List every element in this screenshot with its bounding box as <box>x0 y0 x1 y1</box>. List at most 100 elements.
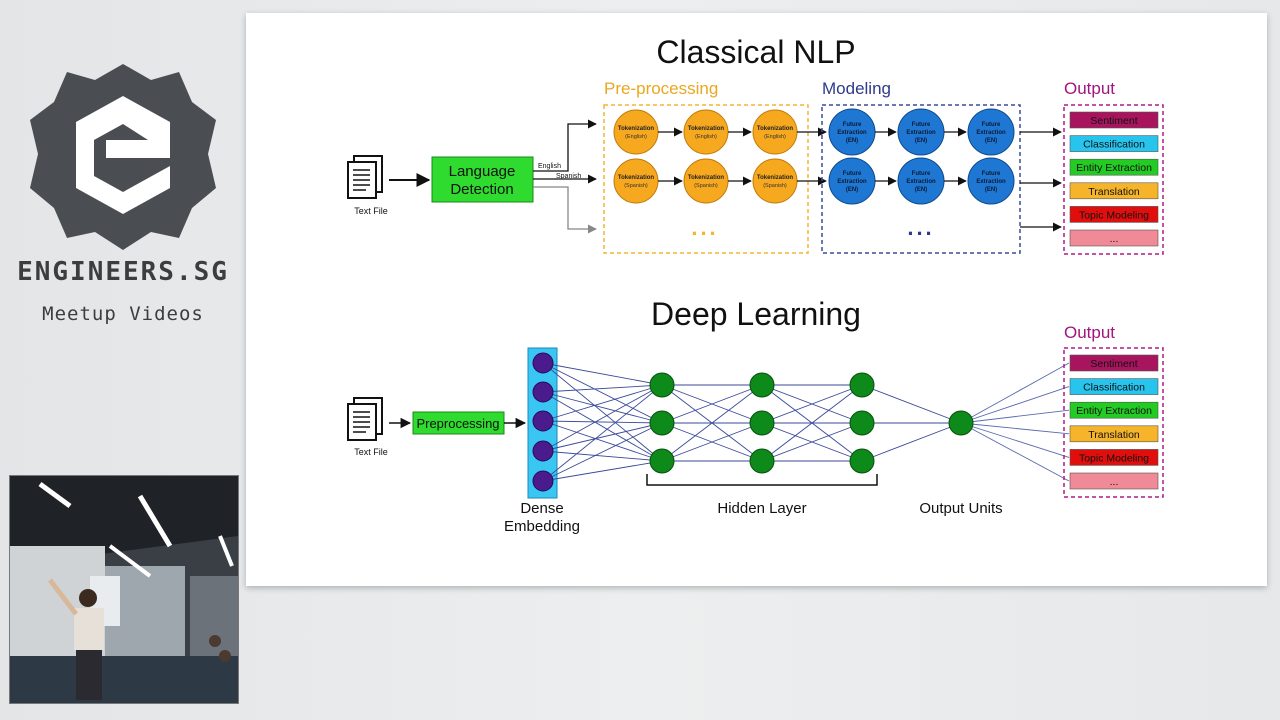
hidden-node <box>749 372 775 398</box>
node-sublabel: (English) <box>695 134 717 140</box>
embedding-node <box>532 381 554 403</box>
node-label: Tokenization <box>618 175 655 181</box>
preprocess-node <box>613 109 659 155</box>
preprocessing-title: Pre-processing <box>604 79 718 98</box>
network-edges <box>542 362 1070 482</box>
network-edge <box>960 422 1070 482</box>
deep-output-group <box>1063 347 1164 498</box>
modeling-title: Modeling <box>822 79 891 98</box>
preprocessing-group <box>603 104 809 254</box>
output-item-box <box>1069 158 1159 176</box>
text-file-label: Text File <box>354 447 388 457</box>
model-node <box>967 157 1015 205</box>
output-item-label: Topic Modeling <box>1079 452 1149 464</box>
network-edge <box>960 362 1070 424</box>
model-node-label: Future <box>843 171 862 177</box>
output-unit-node <box>948 410 974 436</box>
embedding-node <box>532 440 554 462</box>
language-detection-box: Language Detection <box>431 156 534 203</box>
output-item-label: Entity Extraction <box>1076 405 1152 417</box>
model-node-label: Future <box>912 122 931 128</box>
hidden-node <box>749 410 775 436</box>
output-item-box <box>1069 182 1159 200</box>
network-edge <box>960 422 1070 435</box>
modeling-row-1 <box>828 108 1015 156</box>
network-edge <box>542 391 663 462</box>
model-node-label: Future <box>843 122 862 128</box>
modeling-row-2 <box>828 157 1015 205</box>
brand-panel: ENGINEERS.SG Meetup Videos <box>0 0 246 340</box>
hidden-node <box>849 448 875 474</box>
output-item-label: Sentiment <box>1090 115 1137 127</box>
network-edge <box>661 384 763 424</box>
output-item-label: Sentiment <box>1090 358 1137 370</box>
network-edge <box>542 384 663 482</box>
network-edge <box>542 362 663 462</box>
modeling-group <box>821 104 1021 254</box>
preprocess-node <box>683 158 729 204</box>
language-detection-line1: Language <box>449 163 516 180</box>
network-edge <box>761 384 863 462</box>
model-node-label: (EN) <box>915 138 927 144</box>
node-sublabel: (English) <box>625 134 647 140</box>
classical-output-title: Output <box>1064 79 1115 98</box>
network-edge <box>960 409 1070 424</box>
output-item-box <box>1069 425 1159 443</box>
model-node-labels: FutureExtraction(EN)FutureExtraction(EN)… <box>837 122 1006 193</box>
embedding-node <box>532 410 554 432</box>
preprocess-row-spanish: Tokenization (Spanish) Tokenization (Spa… <box>613 158 798 204</box>
brand-title: ENGINEERS.SG <box>17 257 229 287</box>
embedding-node <box>532 352 554 374</box>
classical-nlp-title: Classical NLP <box>656 34 855 70</box>
network-edge <box>542 384 663 393</box>
model-node-label: Extraction <box>837 130 867 136</box>
preprocess-row-english: Tokenization (English) Tokenization (Eng… <box>613 109 798 155</box>
output-units-label: Output Units <box>919 500 1002 517</box>
hidden-node <box>649 372 675 398</box>
network-edge <box>542 450 663 462</box>
hidden-layer-label: Hidden Layer <box>717 500 806 517</box>
node-sublabel: (English) <box>764 134 786 140</box>
network-edge <box>661 422 763 462</box>
model-node <box>967 108 1015 156</box>
nlp-diagram: Classical NLP Text File Language Detecti… <box>347 34 1164 535</box>
network-nodes <box>532 352 974 492</box>
model-node-label: (EN) <box>846 138 858 144</box>
preprocess-node <box>752 158 798 204</box>
classical-output-group <box>1063 104 1164 255</box>
hidden-node <box>849 372 875 398</box>
output-item-box <box>1069 229 1159 247</box>
network-edge <box>542 422 663 452</box>
model-node-label: Future <box>982 122 1001 128</box>
network-edge <box>761 384 863 424</box>
node-label: Tokenization <box>688 126 725 132</box>
network-edge <box>542 391 663 424</box>
deep-learning-title: Deep Learning <box>651 296 861 332</box>
model-node-label: Extraction <box>976 179 1006 185</box>
document-icon <box>347 397 383 441</box>
network-edge <box>661 384 763 462</box>
model-node-label: Extraction <box>837 179 867 185</box>
preprocessing-box-label: Preprocessing <box>416 416 499 431</box>
network-edge <box>542 420 663 462</box>
engineers-sg-logo-icon <box>30 64 216 250</box>
model-node-label: (EN) <box>846 187 858 193</box>
model-node-label: Extraction <box>906 130 936 136</box>
model-node-label: Future <box>912 171 931 177</box>
branch-label-english: English <box>538 163 561 170</box>
preprocess-node <box>683 109 729 155</box>
output-item-box <box>1069 111 1159 129</box>
node-label: Tokenization <box>618 126 655 132</box>
language-detection-line2: Detection <box>450 181 513 198</box>
preprocessing-box: Preprocessing <box>412 411 505 435</box>
network-edge <box>960 422 1070 458</box>
network-edge <box>861 422 962 462</box>
output-item-box <box>1069 206 1159 223</box>
preprocess-node <box>752 109 798 155</box>
output-item-label: Classification <box>1083 382 1145 394</box>
output-item-label: Classification <box>1083 139 1145 151</box>
network-edge <box>542 422 663 482</box>
embedding-label-line1: Dense <box>520 500 563 517</box>
output-item-box <box>1069 378 1159 395</box>
